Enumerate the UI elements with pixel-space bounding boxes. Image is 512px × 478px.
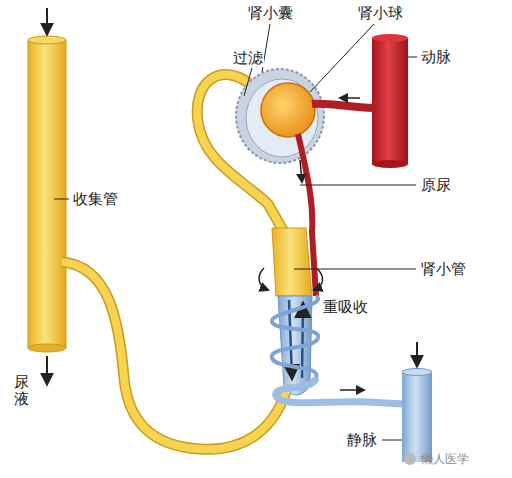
leader-line — [244, 68, 252, 96]
artery-bottom — [372, 160, 408, 168]
efferent-arteriole — [298, 134, 316, 296]
duct-top — [28, 36, 66, 44]
artery — [298, 34, 408, 296]
artery-top — [372, 34, 408, 42]
collecting-duct — [28, 8, 66, 384]
renal-capsule — [236, 69, 324, 163]
capillary — [272, 338, 318, 378]
renal-corpuscle — [236, 69, 324, 163]
reabsorb-arrow — [259, 268, 268, 290]
flow-arrow — [300, 160, 302, 182]
watermark-icon — [404, 453, 416, 465]
glomerulus — [261, 83, 315, 137]
reabsorb-arrow — [314, 268, 323, 290]
part-label: 尿液 — [14, 374, 29, 407]
duct-body — [28, 40, 66, 348]
part-label: 收集管 — [72, 190, 119, 208]
process-label: 重吸收 — [322, 298, 369, 316]
flow-arrow — [46, 8, 48, 34]
part-label: 动脉 — [420, 48, 452, 66]
venule — [276, 378, 404, 404]
capillaries — [259, 268, 404, 404]
leader-line — [408, 57, 417, 58]
part-label: 肾小管 — [420, 260, 467, 278]
leader-line — [382, 440, 402, 441]
part-label: 原尿 — [420, 176, 452, 194]
leader-lines — [54, 24, 417, 440]
flow-arrow — [340, 97, 360, 99]
tubule-thick — [272, 228, 312, 296]
leader-line — [294, 269, 416, 270]
leader-line — [54, 199, 69, 200]
capsule-space — [246, 79, 318, 157]
capillary — [272, 296, 318, 338]
vein-top — [402, 369, 432, 376]
distal-tubule-edge — [62, 262, 286, 449]
part-label: 肾小囊 — [247, 4, 294, 22]
watermark: 懒人医学 — [420, 452, 470, 466]
flow-arrow — [46, 356, 48, 384]
duct-bottom — [28, 344, 66, 352]
vein-body — [402, 372, 432, 462]
vein — [402, 342, 432, 462]
flow-arrow — [340, 389, 364, 391]
afferent-arteriole — [312, 104, 374, 108]
leader-line — [300, 185, 416, 186]
leader-line — [310, 24, 374, 92]
artery-body — [372, 38, 408, 164]
part-label: 静脉 — [346, 431, 378, 449]
flow-arrow — [416, 342, 418, 366]
distal-tubule — [62, 262, 286, 449]
process-label: 过滤 — [232, 49, 264, 67]
part-label: 肾小球 — [357, 4, 404, 22]
